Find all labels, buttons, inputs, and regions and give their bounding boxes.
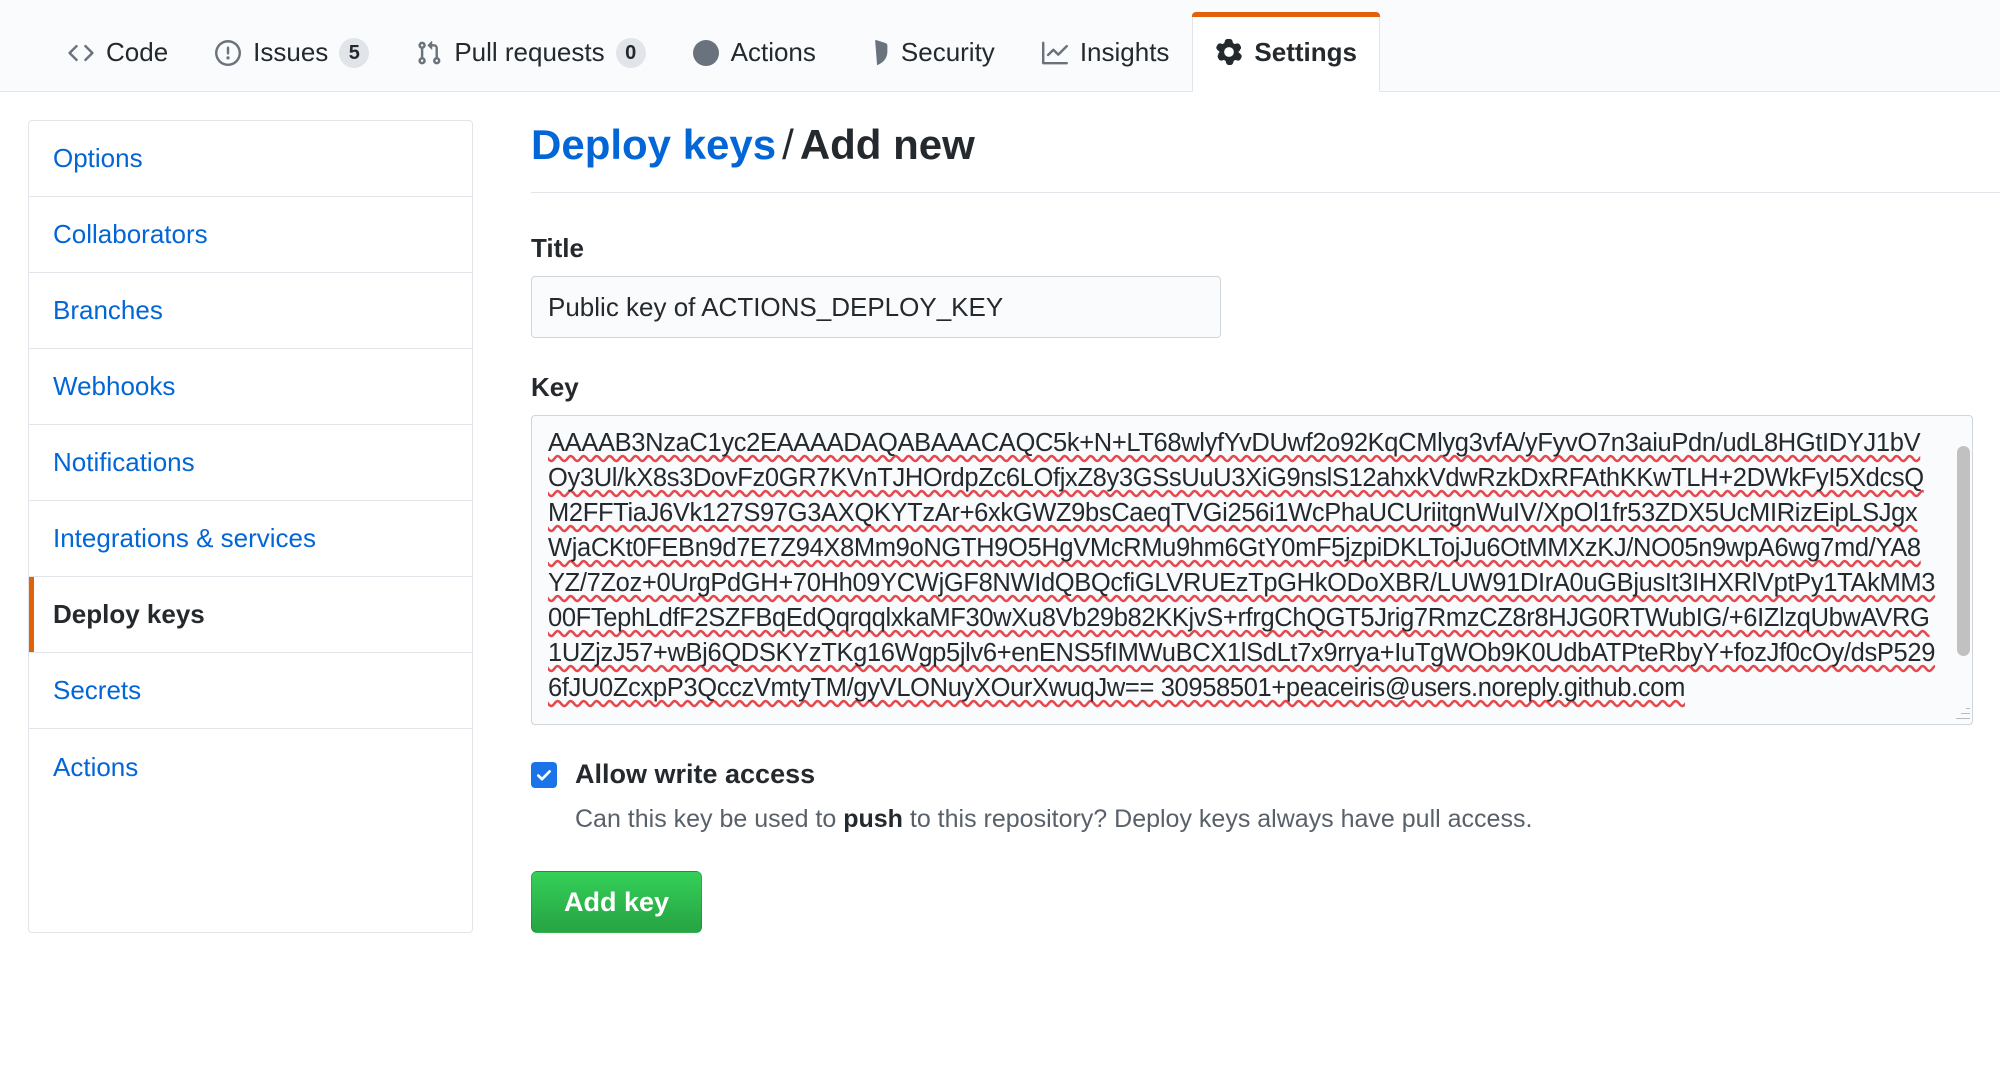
sidebar-item-label: Actions bbox=[53, 751, 139, 782]
breadcrumb-current: Add new bbox=[799, 121, 975, 168]
issues-counter: 5 bbox=[339, 37, 370, 68]
sidebar-item-label: Options bbox=[53, 143, 143, 173]
tab-settings-label: Settings bbox=[1254, 36, 1357, 67]
issue-opened-icon bbox=[214, 39, 242, 67]
sidebar-item-label: Branches bbox=[53, 295, 163, 325]
tab-pull-requests[interactable]: Pull requests 0 bbox=[392, 13, 668, 91]
note-suffix: to this repository? Deploy keys always h… bbox=[902, 805, 1533, 834]
graph-icon bbox=[1041, 39, 1069, 67]
tab-actions[interactable]: Actions bbox=[669, 13, 839, 91]
settings-page: Options Collaborators Branches Webhooks … bbox=[0, 92, 2000, 934]
resize-handle-icon[interactable] bbox=[1952, 704, 1970, 722]
note-emphasis: push bbox=[843, 805, 903, 834]
key-label: Key bbox=[531, 372, 579, 403]
tab-insights-label: Insights bbox=[1079, 37, 1170, 67]
sidebar-item-label: Collaborators bbox=[53, 219, 208, 249]
gear-icon bbox=[1215, 38, 1243, 66]
repo-nav: Code Issues 5 Pull requests 0 Actions Se… bbox=[0, 0, 2000, 92]
sidebar-item-actions[interactable]: Actions bbox=[29, 729, 472, 805]
sidebar-item-label: Deploy keys bbox=[53, 599, 205, 629]
tab-security[interactable]: Security bbox=[839, 13, 1018, 91]
title-input[interactable] bbox=[531, 276, 1221, 339]
sidebar-item-label: Notifications bbox=[53, 447, 195, 477]
tab-issues[interactable]: Issues 5 bbox=[191, 13, 392, 91]
key-textarea-value: AAAAB3NzaC1yc2EAAAADAQABAAACAQC5k+N+LT68… bbox=[548, 429, 1936, 703]
play-icon bbox=[692, 39, 720, 67]
sidebar-item-branches[interactable]: Branches bbox=[29, 273, 472, 349]
page-title: Deploy keys/Add new bbox=[531, 120, 2000, 194]
tab-pull-requests-label: Pull requests bbox=[454, 37, 605, 67]
sidebar-item-label: Secrets bbox=[53, 675, 142, 705]
tab-settings[interactable]: Settings bbox=[1192, 12, 1380, 92]
write-access-description: Can this key be used to push to this rep… bbox=[575, 802, 2000, 837]
breadcrumb-separator: / bbox=[782, 121, 794, 168]
scrollbar-thumb[interactable] bbox=[1957, 446, 1970, 657]
breadcrumb-deploy-keys-link[interactable]: Deploy keys bbox=[531, 121, 777, 168]
note-prefix: Can this key be used to bbox=[575, 805, 844, 834]
pull-requests-counter: 0 bbox=[615, 37, 646, 68]
allow-write-access-checkbox[interactable] bbox=[531, 761, 557, 788]
write-access-row: Allow write access bbox=[531, 759, 2000, 790]
sidebar-item-deploy-keys[interactable]: Deploy keys bbox=[29, 577, 472, 653]
code-icon bbox=[67, 39, 95, 67]
key-textarea[interactable]: AAAAB3NzaC1yc2EAAAADAQABAAACAQC5k+N+LT68… bbox=[531, 415, 1973, 726]
tab-code[interactable]: Code bbox=[44, 13, 191, 91]
settings-sidebar: Options Collaborators Branches Webhooks … bbox=[28, 120, 473, 934]
sidebar-item-notifications[interactable]: Notifications bbox=[29, 425, 472, 501]
tab-actions-label: Actions bbox=[730, 37, 816, 67]
sidebar-item-integrations-services[interactable]: Integrations & services bbox=[29, 501, 472, 577]
sidebar-item-collaborators[interactable]: Collaborators bbox=[29, 197, 472, 273]
tab-security-label: Security bbox=[900, 37, 995, 67]
sidebar-item-webhooks[interactable]: Webhooks bbox=[29, 349, 472, 425]
title-label: Title bbox=[531, 233, 584, 264]
write-access-group: Allow write access Can this key be used … bbox=[531, 759, 2000, 837]
add-key-button[interactable]: Add key bbox=[531, 871, 703, 934]
tab-issues-label: Issues bbox=[253, 37, 329, 67]
sidebar-item-options[interactable]: Options bbox=[29, 121, 472, 197]
main-content: Deploy keys/Add new Title Key AAAAB3NzaC… bbox=[473, 120, 2000, 934]
git-pull-request-icon bbox=[415, 39, 443, 67]
tab-code-label: Code bbox=[106, 37, 169, 67]
shield-icon bbox=[862, 39, 890, 67]
key-field-group: Key AAAAB3NzaC1yc2EAAAADAQABAAACAQC5k+N+… bbox=[531, 372, 2000, 726]
tab-insights[interactable]: Insights bbox=[1018, 13, 1193, 91]
title-field-group: Title bbox=[531, 233, 2000, 339]
sidebar-item-label: Webhooks bbox=[53, 371, 176, 401]
sidebar-item-label: Integrations & services bbox=[53, 523, 317, 553]
sidebar-item-secrets[interactable]: Secrets bbox=[29, 653, 472, 729]
key-textarea-scrollbar[interactable] bbox=[1957, 418, 1970, 704]
allow-write-access-label[interactable]: Allow write access bbox=[575, 759, 816, 790]
